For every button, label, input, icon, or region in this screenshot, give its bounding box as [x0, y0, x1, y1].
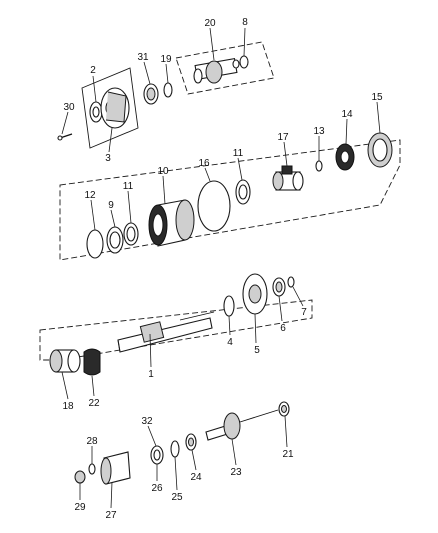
part-31-bearing	[143, 83, 159, 105]
part-28-washer	[88, 463, 96, 475]
part-14-gear	[335, 143, 355, 171]
callout-30: 30	[63, 102, 75, 113]
callout-13: 13	[313, 126, 325, 137]
part-16-retaining-ring	[197, 180, 231, 232]
part-4-thrust-ring	[223, 295, 235, 317]
group-box-mainshaft	[39, 299, 313, 361]
part-22-needle-bearing	[83, 348, 101, 376]
callout-32: 32	[141, 416, 153, 427]
part-6-bearing	[272, 277, 286, 297]
callout-20: 20	[204, 18, 216, 29]
part-3-housing	[100, 87, 130, 129]
callout-24: 24	[190, 472, 202, 483]
part-27-yoke	[100, 451, 131, 485]
part-9-thrust-washer	[106, 226, 124, 254]
part-18-gear	[49, 349, 81, 373]
callout-14: 14	[341, 109, 353, 120]
part-11-washer-right	[235, 179, 251, 205]
callout-21: 21	[282, 449, 294, 460]
callout-7: 7	[301, 307, 307, 318]
leader-lines	[61, 27, 381, 509]
callout-29: 29	[74, 502, 86, 513]
callout-16: 16	[198, 158, 210, 169]
callout-23: 23	[230, 467, 242, 478]
callout-3: 3	[105, 153, 111, 164]
part-8-ring	[232, 55, 249, 69]
group-box-2-3	[81, 67, 139, 149]
callout-6: 6	[280, 323, 286, 334]
part-30-pin	[57, 133, 73, 141]
group-box-20	[175, 41, 275, 95]
part-15-clutch-sleeve	[367, 132, 393, 168]
callout-9: 9	[108, 200, 114, 211]
part-23-output-shaft	[205, 409, 279, 441]
callout-25: 25	[171, 492, 183, 503]
callout-28: 28	[86, 436, 98, 447]
part-1-mainshaft	[117, 311, 215, 353]
part-10-annulus-gear	[148, 199, 195, 247]
callout-15: 15	[371, 92, 383, 103]
part-11-washer-left	[123, 222, 139, 246]
callout-5: 5	[254, 345, 260, 356]
callout-22: 22	[88, 398, 100, 409]
part-29-nut	[74, 470, 86, 484]
part-19-snap-ring	[163, 82, 173, 98]
callout-2: 2	[90, 65, 96, 76]
callout-17: 17	[277, 132, 289, 143]
part-24-bearing	[185, 433, 197, 451]
part-12-snap-ring	[86, 229, 104, 259]
part-21-bearing	[278, 401, 290, 417]
callout-11-left: 11	[123, 181, 134, 192]
callout-18: 18	[62, 401, 74, 412]
callout-19: 19	[160, 54, 172, 65]
callout-26: 26	[151, 483, 163, 494]
callout-labels: 1 2 3 4 5 6 7 8 9 10 11 11 12 13 14 15 1…	[62, 17, 383, 521]
part-13-snap-ring	[315, 160, 323, 172]
part-2-bearing	[89, 101, 103, 123]
callout-31: 31	[137, 52, 149, 63]
callout-11-right: 11	[233, 148, 244, 159]
callout-1: 1	[148, 369, 154, 380]
callout-27: 27	[105, 510, 117, 521]
part-5-pump-housing	[242, 273, 268, 315]
group-box-middle-assembly	[59, 139, 401, 261]
part-25-snap-ring	[170, 440, 180, 458]
part-17-hub	[272, 165, 304, 191]
callout-10: 10	[157, 166, 169, 177]
part-7-snap-ring	[287, 276, 295, 288]
part-32-seal	[150, 445, 164, 465]
part-20-input-gear	[193, 57, 238, 84]
callout-12: 12	[84, 190, 96, 201]
callout-8: 8	[242, 17, 248, 28]
callout-4: 4	[227, 337, 233, 348]
